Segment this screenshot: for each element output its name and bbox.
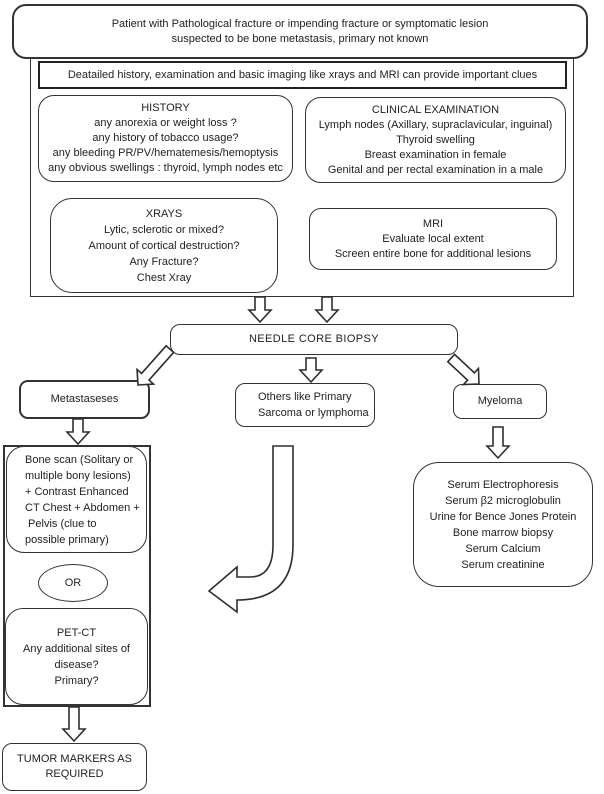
patient-presentation-box: Patient with Pathological fracture or im… <box>12 4 588 59</box>
xrays-box: XRAYS Lytic, sclerotic or mixed? Amount … <box>50 198 278 293</box>
or-connector-ellipse: OR <box>38 564 108 602</box>
tumor-markers-box: TUMOR MARKERS AS REQUIRED <box>2 743 147 791</box>
mri-text: MRI Evaluate local extent Screen entire … <box>334 217 532 260</box>
clues-banner-text: Deatailed history, examination and basic… <box>67 68 538 81</box>
needle-core-biopsy-box: NEEDLE CORE BIOPSY <box>170 324 458 355</box>
clinical-examination-box: CLINICAL EXAMINATION Lymph nodes (Axilla… <box>305 97 566 183</box>
bone-scan-ct-text: Bone scan (Solitary or multiple bony les… <box>25 453 140 546</box>
metastases-box: Metastaseses <box>19 380 150 419</box>
myeloma-workup-box: Serum Electrophoresis Serum β2 microglob… <box>413 462 593 587</box>
bone-scan-ct-box: Bone scan (Solitary or multiple bony les… <box>6 446 147 553</box>
myeloma-box: Myeloma <box>453 384 547 419</box>
down-arrow-icon <box>314 296 340 324</box>
patient-presentation-text: Patient with Pathological fracture or im… <box>111 17 489 45</box>
curved-j-arrow-icon <box>207 445 294 614</box>
pet-ct-box: PET-CT Any additional sites of disease? … <box>5 608 148 705</box>
pet-ct-text: PET-CT Any additional sites of disease? … <box>22 626 130 687</box>
myeloma-text: Myeloma <box>477 395 523 407</box>
needle-core-biopsy-text: NEEDLE CORE BIOPSY <box>248 333 380 345</box>
xrays-text: XRAYS Lytic, sclerotic or mixed? Amount … <box>88 207 240 284</box>
down-arrow-icon <box>247 296 273 324</box>
history-text: HISTORY any anorexia or weight loss ? an… <box>48 102 283 174</box>
others-primary-sarcoma-text: Others like Primary Sarcoma or lymphoma <box>258 391 369 419</box>
tumor-markers-text: TUMOR MARKERS AS REQUIRED <box>17 753 132 780</box>
or-label: OR <box>64 576 82 589</box>
others-primary-sarcoma-box: Others like Primary Sarcoma or lymphoma <box>235 383 375 427</box>
clinical-examination-text: CLINICAL EXAMINATION Lymph nodes (Axilla… <box>318 103 553 176</box>
down-arrow-icon <box>65 418 91 446</box>
metastases-text: Metastaseses <box>50 393 119 405</box>
clues-banner: Deatailed history, examination and basic… <box>38 61 567 89</box>
down-arrow-icon <box>61 706 87 743</box>
mri-box: MRI Evaluate local extent Screen entire … <box>309 208 557 270</box>
down-arrow-icon <box>485 426 511 460</box>
myeloma-workup-text: Serum Electrophoresis Serum β2 microglob… <box>429 478 577 571</box>
history-box: HISTORY any anorexia or weight loss ? an… <box>38 95 293 182</box>
down-arrow-icon <box>298 357 324 384</box>
